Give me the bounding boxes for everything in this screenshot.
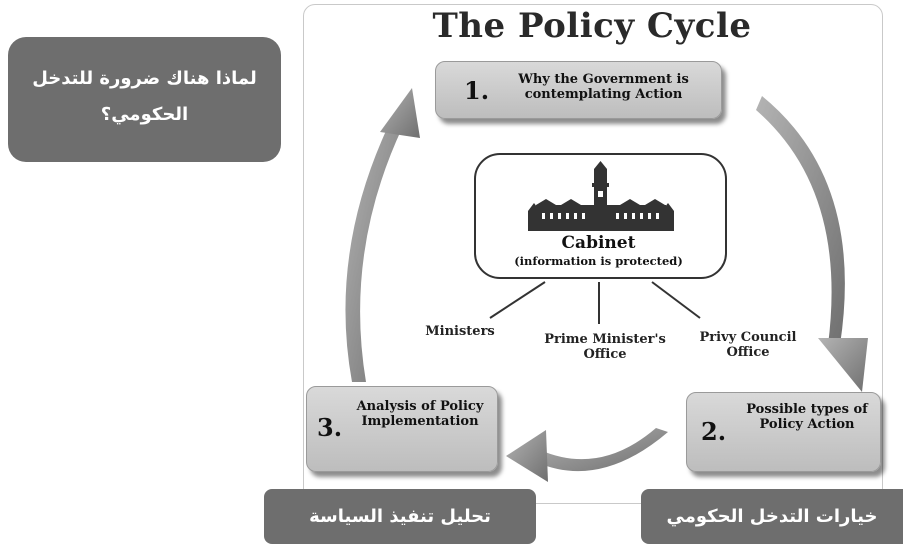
annotation-policy-implementation: تحليل تنفيذ السياسة: [264, 489, 536, 544]
step-2-number: 2.: [701, 417, 727, 446]
step-1-number: 1.: [464, 76, 490, 105]
branch-pco: Privy Council Office: [699, 330, 797, 360]
cabinet-connectors: [489, 281, 701, 324]
diagram-title: The Policy Cycle: [432, 6, 752, 46]
annotation-why-intervention: لماذا هناك ضرورة للتدخل الحكومي؟: [8, 37, 281, 162]
step-3-text: Analysis of Policy Implementation: [356, 399, 484, 429]
step-2-text: Possible types of Policy Action: [746, 402, 868, 432]
branch-pmo: Prime Minister's Office: [544, 332, 666, 362]
cabinet-label: Cabinet: [561, 233, 636, 253]
parliament-building-icon: [528, 161, 674, 231]
cabinet-box: [474, 153, 727, 279]
annotation-intervention-options: خيارات التدخل الحكومي: [641, 489, 903, 544]
step-3-box: 3. Analysis of Policy Implementation: [306, 386, 498, 472]
step-3-number: 3.: [317, 413, 343, 442]
arrow-bottom: [506, 428, 668, 482]
arrow-right: [756, 96, 868, 392]
branch-ministers: Ministers: [425, 324, 495, 339]
step-1-box: 1. Why the Government is contemplating A…: [435, 61, 722, 119]
arrow-left: [345, 88, 420, 382]
step-2-box: 2. Possible types of Policy Action: [686, 392, 881, 472]
step-1-text: Why the Government is contemplating Acti…: [518, 72, 689, 102]
cabinet-sublabel: (information is protected): [514, 254, 683, 268]
